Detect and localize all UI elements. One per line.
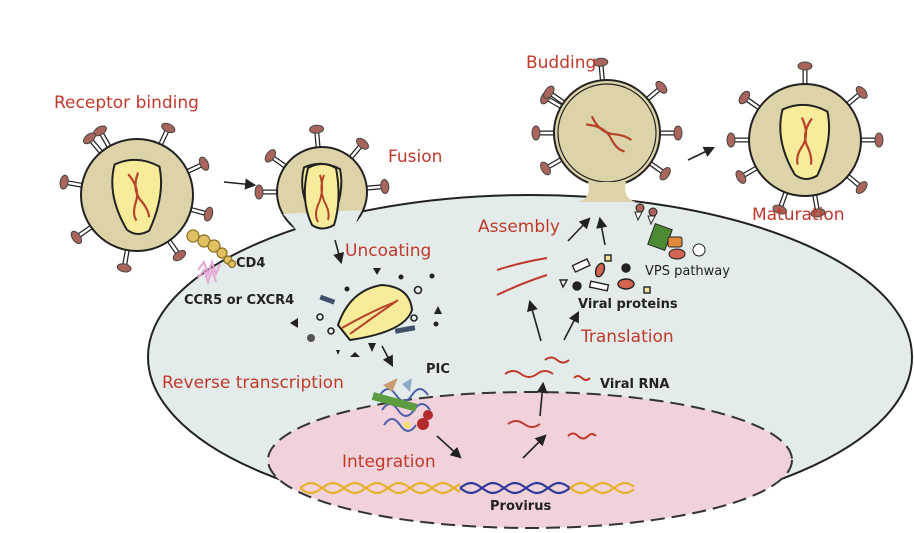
provirus-dna [299,481,635,495]
label-viral-rna: Viral RNA [600,377,669,392]
viral-protein-shapes [558,254,651,294]
process-arrows [223,146,716,459]
virion-mature [726,61,884,218]
viral-rna [496,257,597,440]
cd4-receptor [186,229,237,269]
uncoating-debris [290,268,442,357]
budding-neck [578,182,636,202]
label-maturation: Maturation [752,205,845,225]
label-translation: Translation [580,327,674,347]
vps-machinery [634,203,706,260]
label-fusion: Fusion [388,147,442,167]
label-pic: PIC [426,362,450,377]
viral-genome [127,172,151,222]
label-provirus: Provirus [490,499,551,514]
label-vps-pathway: VPS pathway [645,264,730,279]
virion-receptor-binding [59,122,214,273]
pre-integration-complex [371,378,433,432]
viral-genome [796,117,813,165]
label-coreceptor: CCR5 or CXCR4 [184,293,294,308]
label-receptor-binding: Receptor binding [54,93,199,113]
label-cd4: CD4 [236,256,265,271]
label-uncoating: Uncoating [345,241,431,261]
viral-genome [586,115,633,153]
uncoating-capsid [336,283,414,342]
label-reverse-transcription: Reverse transcription [162,373,344,393]
label-budding: Budding [526,53,596,73]
coreceptor [197,258,221,286]
label-assembly: Assembly [478,217,560,237]
label-viral-proteins: Viral proteins [578,297,678,312]
virion-budding [531,57,683,187]
label-integration: Integration [342,452,436,472]
